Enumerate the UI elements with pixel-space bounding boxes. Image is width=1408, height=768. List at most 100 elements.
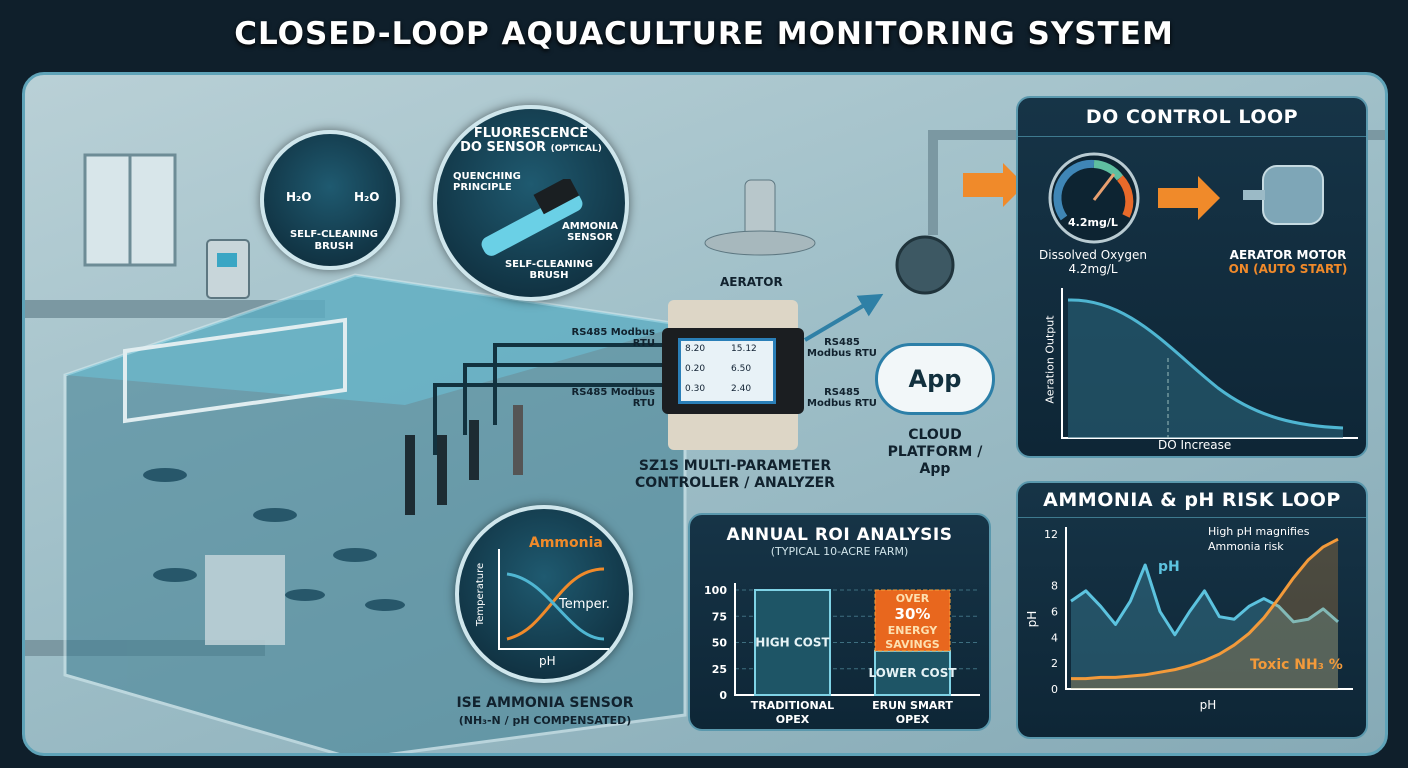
gauge-value: 4.2mg/L	[1068, 216, 1118, 229]
roi-panel: ANNUAL ROI ANALYSIS (TYPICAL 10-ACRE FAR…	[688, 513, 991, 731]
app-label: App	[908, 365, 962, 393]
ammonia-risk-panel: AMMONIA & pH RISK LOOP 0 2 4 6 8 12 pH Toxic NH…	[1016, 481, 1368, 739]
probe	[437, 435, 447, 505]
do-loop-title: DO CONTROL LOOP	[1018, 106, 1366, 137]
rs485-label: RS485 Modbus RTU	[807, 387, 877, 409]
aeration-ylabel: Aeration Output	[1043, 315, 1057, 404]
reading: 0.30	[685, 384, 706, 394]
ammonia-curve-label: Ammonia	[529, 535, 603, 551]
page-title: CLOSED-LOOP AQUACULTURE MONITORING SYSTE…	[234, 16, 1174, 52]
h2o-label: H₂O	[354, 190, 380, 204]
h2o-label: H₂O	[286, 190, 312, 204]
y-tick-label: 2	[1051, 657, 1058, 670]
brush-callout: H₂O H₂O SELF-CLEANING BRUSH	[260, 130, 400, 270]
fluorescence-title: FLUORESCENCE	[473, 126, 589, 141]
aerator-label: AERATOR	[720, 275, 783, 289]
x-tick-label: ERUN SMART	[872, 699, 953, 712]
reading: 2.40	[731, 384, 752, 394]
arrow-icon	[1158, 176, 1220, 220]
aeration-xlabel: DO Increase	[1158, 438, 1232, 452]
y-tick-label: 75	[712, 610, 727, 623]
cloud-icon[interactable]: App	[875, 343, 995, 415]
risk-title: AMMONIA & pH RISK LOOP	[1018, 489, 1366, 518]
do-value: 4.2mg/L	[1068, 262, 1118, 276]
fluorescence-suffix: (OPTICAL)	[550, 144, 602, 154]
x-tick-label: OPEX	[776, 713, 810, 726]
savings-label: SAVINGS	[885, 638, 940, 651]
rs485-label: RS485 Modbus RTU	[571, 327, 655, 349]
ise-callout: Ammonia Temper. Temperature pH	[455, 505, 633, 683]
legend-ph: pH	[1158, 559, 1180, 575]
bar-cost	[874, 649, 951, 696]
series-area	[1071, 565, 1338, 689]
rs485-label: RS485 Modbus RTU	[807, 337, 877, 359]
ise-sublabel: (NH₃-N / pH COMPENSATED)	[458, 714, 632, 727]
bar-savings	[874, 589, 951, 652]
controller-label: SZ1S MULTI-PARAMETER CONTROLLER / ANALYZ…	[635, 458, 835, 491]
ise-ylabel: Temperature	[475, 562, 487, 627]
reading: 15.12	[731, 344, 757, 354]
ammonia-sensor-label: AMMONIA SENSOR	[562, 221, 618, 243]
y-axis-label: pH	[1025, 611, 1039, 628]
probe	[405, 435, 415, 515]
quenching-label: QUENCHING PRINCIPLE	[453, 171, 521, 193]
legend-nh3: Toxic NH₃ %	[1250, 657, 1343, 673]
savings-label: ENERGY	[888, 624, 938, 637]
annotation: High pH magnifies	[1208, 525, 1310, 538]
reading: 6.50	[731, 364, 752, 374]
series-area	[1071, 539, 1338, 689]
y-tick-label: 4	[1051, 631, 1058, 644]
y-tick-label: 25	[712, 663, 727, 676]
ise-label: ISE AMMONIA SENSOR	[456, 695, 634, 711]
y-tick-label: 0	[719, 689, 727, 702]
motor-icon	[1262, 165, 1324, 225]
ise-xlabel: pH	[539, 654, 556, 668]
savings-label: 30%	[895, 605, 931, 623]
series-line-ph	[1070, 563, 1339, 637]
bar-label: HIGH COST	[755, 636, 830, 650]
do-loop-graphics	[1048, 152, 1324, 244]
rs485-label: RS485 Modbus RTU	[571, 387, 655, 409]
probe	[513, 405, 523, 475]
motor-label: AERATOR MOTOR	[1229, 248, 1347, 262]
do-loop-panel: DO CONTROL LOOP 4.2mg/L Dissolved Oxygen…	[1016, 96, 1368, 458]
probe	[469, 420, 479, 480]
annotation: Ammonia risk	[1208, 540, 1284, 553]
y-tick-label: 6	[1051, 606, 1058, 619]
system-frame: H₂O H₂O SELF-CLEANING BRUSH FLUORESCENCE…	[22, 72, 1388, 756]
bar-label: LOWER COST	[868, 666, 957, 680]
series-line-nh3	[1071, 537, 1339, 681]
y-tick-label: 0	[1051, 683, 1058, 696]
brush-label: SELF-CLEANING BRUSH	[504, 259, 594, 281]
cloud-label: CLOUD PLATFORM / App	[887, 427, 983, 477]
reading: 8.20	[685, 344, 706, 354]
roi-subtitle: (TYPICAL 10-ACRE FARM)	[770, 545, 909, 558]
y-tick-label: 8	[1051, 580, 1058, 593]
fluorescence-title: DO SENSOR	[460, 140, 547, 155]
fish-group	[143, 468, 405, 611]
ise-chart	[498, 549, 609, 650]
y-tick-label: 100	[704, 584, 727, 597]
x-tick-label: OPEX	[896, 713, 930, 726]
aeration-curve	[1067, 298, 1344, 430]
probe-icon	[481, 179, 583, 256]
motor-status: ON (AUTO START)	[1228, 262, 1348, 276]
savings-label: OVER	[896, 592, 930, 605]
arrow-icon	[963, 163, 1025, 207]
roi-title: ANNUAL ROI ANALYSIS	[726, 525, 953, 545]
x-axis-label: pH	[1200, 698, 1217, 712]
filter-box	[205, 555, 285, 645]
reading: 0.20	[685, 364, 706, 374]
bar-cost	[754, 589, 831, 696]
y-tick-label: 50	[712, 637, 728, 650]
control-box	[206, 239, 250, 299]
brush-label: SELF-CLEANING BRUSH	[289, 229, 379, 252]
y-tick-label: 12	[1044, 528, 1058, 541]
x-tick-label: TRADITIONAL	[751, 699, 834, 712]
risk-chart: 0 2 4 6 8 12 pH Toxic NH₃ % High pH magnifiesAmm…	[1025, 525, 1353, 712]
axis	[1065, 527, 1353, 690]
controller-screen: 8.20 15.12 0.20 6.50 0.30 2.40	[678, 338, 776, 404]
do-label: Dissolved Oxygen	[1039, 248, 1147, 262]
